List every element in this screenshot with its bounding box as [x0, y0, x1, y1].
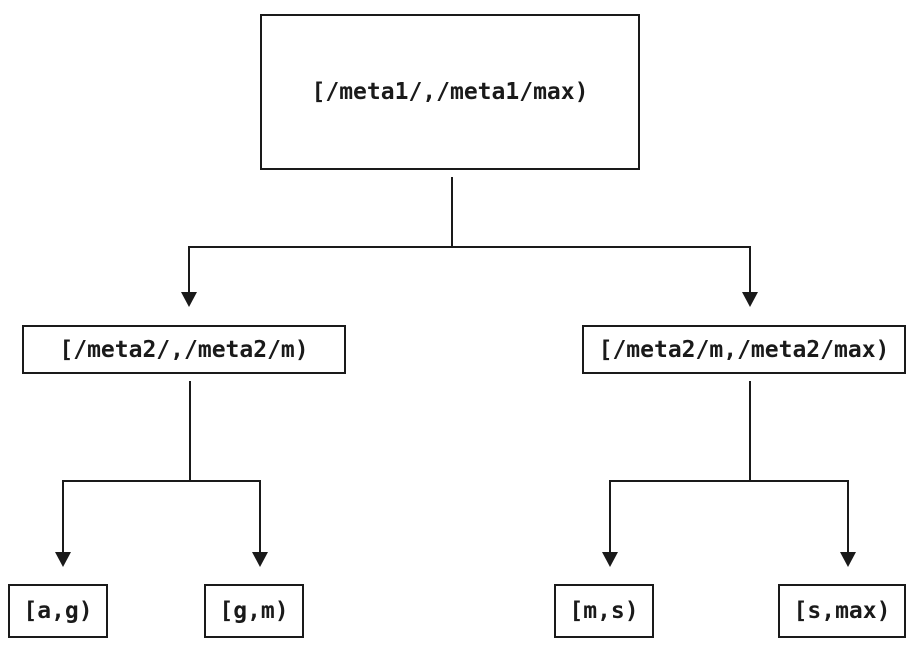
edge-meta2-high-to-leaf-s-max-line	[847, 480, 849, 552]
edge-root-trunk-line	[451, 177, 453, 246]
arrowhead-to-meta2-low-icon	[181, 292, 197, 307]
node-leaf-m-s: [m,s)	[554, 584, 654, 638]
node-root: [/meta1/,/meta1/max)	[260, 14, 640, 170]
node-leaf-s-max: [s,max)	[778, 584, 906, 638]
arrowhead-to-leaf-s-max-icon	[840, 552, 856, 567]
node-meta2-high-label: [/meta2/m,/meta2/max)	[598, 336, 890, 363]
edge-meta2-high-trunk-line	[749, 381, 751, 480]
node-leaf-g-m: [g,m)	[204, 584, 304, 638]
edge-root-to-meta2-low-line	[188, 246, 190, 293]
node-meta2-low-label: [/meta2/,/meta2/m)	[59, 336, 309, 363]
edge-meta2-low-to-leaf-a-g-line	[62, 480, 64, 552]
arrowhead-to-meta2-high-icon	[742, 292, 758, 307]
node-leaf-a-g: [a,g)	[8, 584, 108, 638]
node-leaf-g-m-label: [g,m)	[219, 598, 289, 624]
node-meta2-high: [/meta2/m,/meta2/max)	[582, 325, 906, 374]
node-meta2-low: [/meta2/,/meta2/m)	[22, 325, 346, 374]
edge-meta2-high-crossbar-line	[609, 480, 849, 482]
edge-root-crossbar-line	[188, 246, 751, 248]
node-leaf-m-s-label: [m,s)	[569, 598, 639, 624]
edge-meta2-high-to-leaf-m-s-line	[609, 480, 611, 552]
node-root-label: [/meta1/,/meta1/max)	[311, 79, 589, 105]
arrowhead-to-leaf-g-m-icon	[252, 552, 268, 567]
edge-root-to-meta2-high-line	[749, 246, 751, 293]
edge-meta2-low-to-leaf-g-m-line	[259, 480, 261, 552]
edge-meta2-low-trunk-line	[189, 381, 191, 480]
arrowhead-to-leaf-m-s-icon	[602, 552, 618, 567]
node-leaf-a-g-label: [a,g)	[23, 598, 93, 624]
node-leaf-s-max-label: [s,max)	[793, 598, 891, 624]
arrowhead-to-leaf-a-g-icon	[55, 552, 71, 567]
edge-meta2-low-crossbar-line	[62, 480, 261, 482]
